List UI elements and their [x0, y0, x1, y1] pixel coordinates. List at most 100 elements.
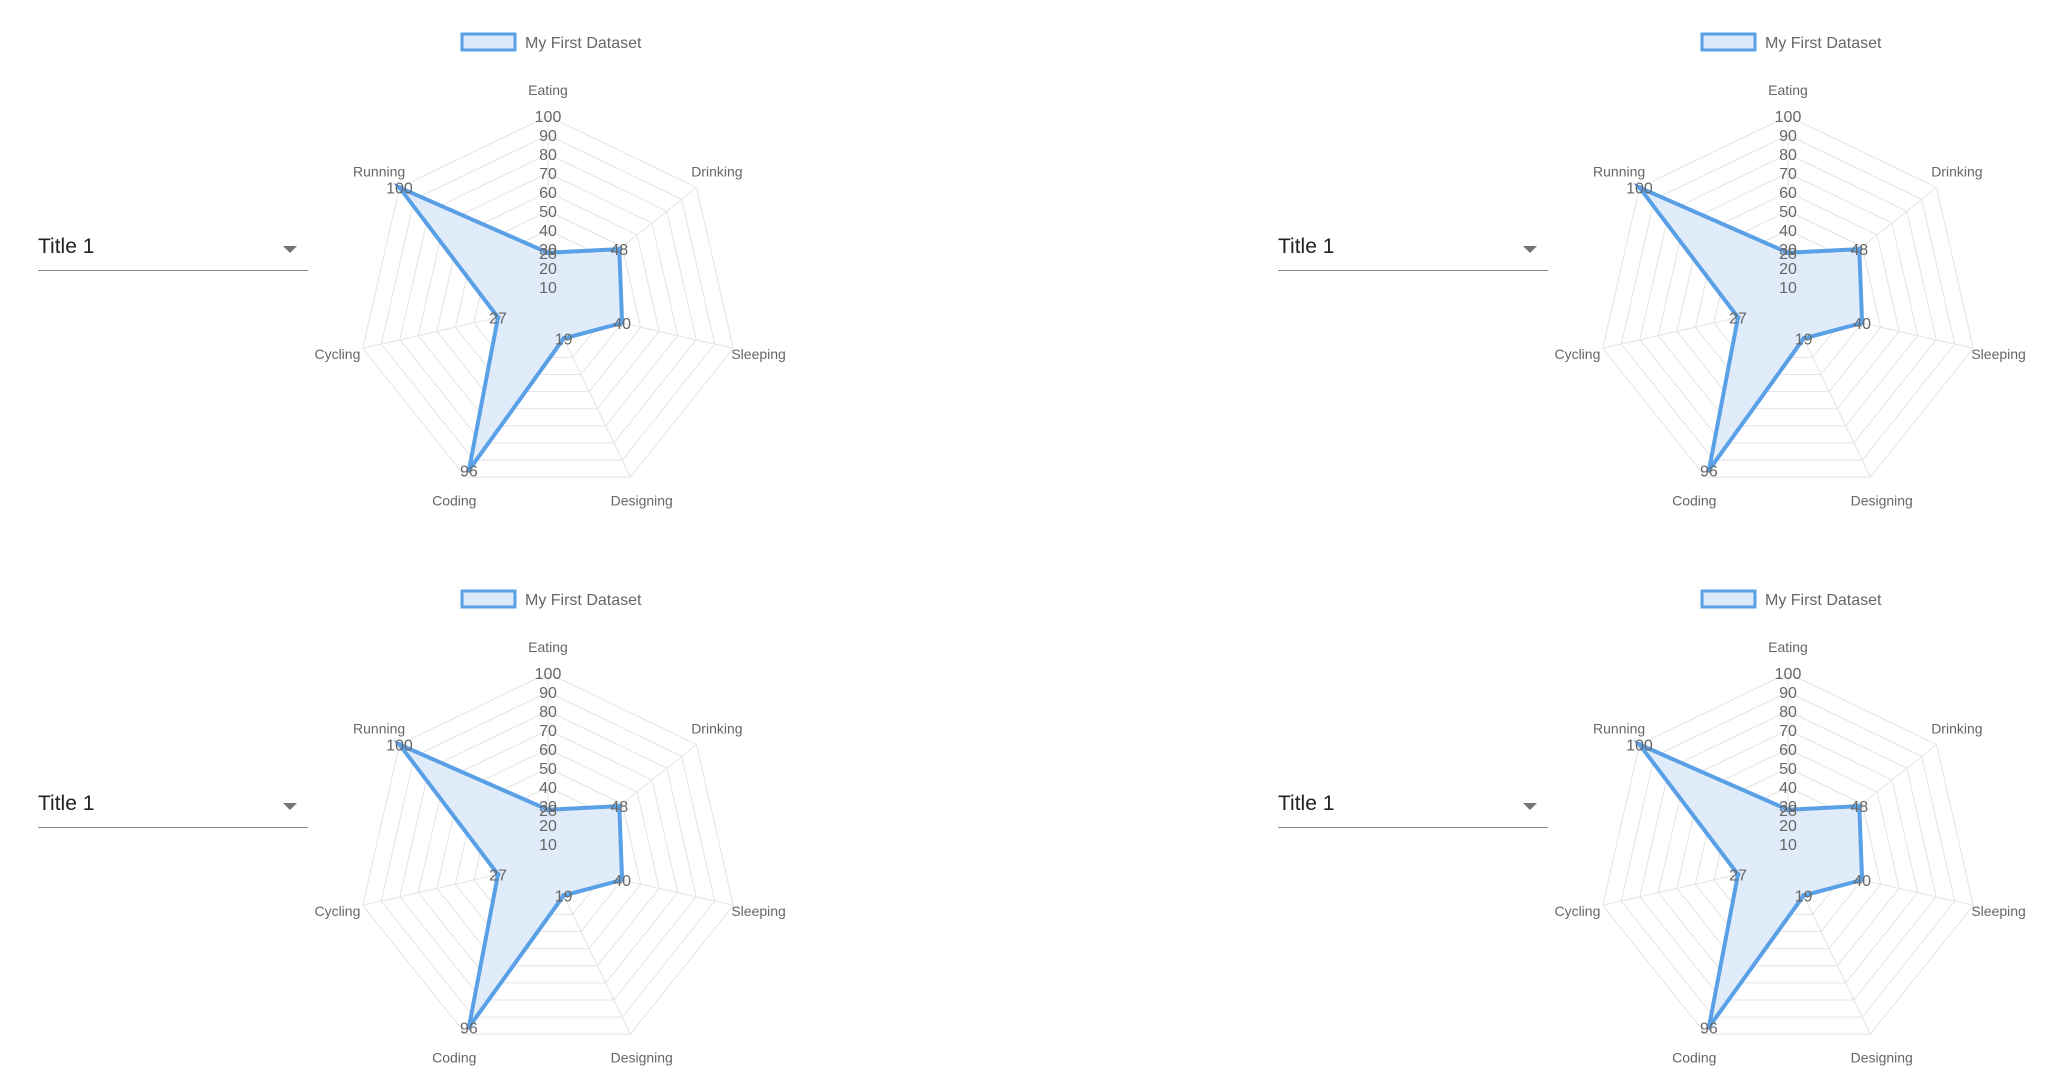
axis-label: Cycling — [314, 903, 360, 919]
tick-label: 60 — [539, 185, 557, 202]
tick-label: 100 — [535, 666, 562, 683]
title-select-value: Title 1 — [1278, 235, 1335, 258]
data-label: 28 — [539, 246, 557, 263]
axis-label: Eating — [528, 82, 568, 98]
data-label: 48 — [1850, 242, 1868, 259]
data-label: 40 — [1853, 316, 1871, 333]
data-label: 27 — [489, 867, 507, 884]
data-label: 40 — [1853, 873, 1871, 890]
data-point — [1735, 871, 1741, 877]
tick-label: 80 — [539, 704, 557, 721]
tick-label: 70 — [539, 166, 557, 183]
dataset-area — [393, 182, 625, 472]
tick-label: 30 — [1779, 242, 1797, 259]
axis-label: Cycling — [314, 346, 360, 362]
tick-label: 90 — [1779, 128, 1797, 145]
tick-label: 90 — [1779, 685, 1797, 702]
legend-swatch — [460, 32, 517, 52]
tick-label: 70 — [1779, 723, 1797, 740]
data-label: 40 — [613, 316, 631, 333]
tick-label: 100 — [535, 109, 562, 126]
tick-label: 20 — [539, 261, 557, 278]
dropdown-arrow-icon[interactable] — [283, 246, 297, 253]
tick-label: 20 — [539, 818, 557, 835]
tick-label: 50 — [539, 204, 557, 221]
axis-label: Running — [353, 163, 405, 179]
title-select[interactable]: Title 1 — [1278, 226, 1548, 271]
grid-ring — [362, 115, 734, 478]
axis-label: Drinking — [691, 163, 742, 179]
grid-ring — [1620, 134, 1956, 461]
tick-label: 100 — [1775, 109, 1802, 126]
grid-ring — [399, 153, 697, 444]
title-select-value: Title 1 — [38, 792, 95, 815]
axis-label: Designing — [611, 1050, 673, 1066]
data-point — [1859, 877, 1865, 883]
data-point — [1785, 807, 1791, 813]
axis-label: Designing — [611, 493, 673, 509]
data-label: 19 — [1795, 889, 1813, 906]
axis-label: Coding — [432, 1050, 476, 1066]
data-point — [1859, 320, 1865, 326]
title-select[interactable]: Title 1 — [38, 783, 308, 828]
data-label: 48 — [610, 242, 628, 259]
axis-label: Designing — [1851, 1050, 1913, 1066]
axis-label: Running — [1593, 163, 1645, 179]
tick-label: 30 — [1779, 799, 1797, 816]
axis-label: Coding — [1672, 1050, 1716, 1066]
data-point — [1706, 1024, 1712, 1030]
tick-label: 70 — [539, 723, 557, 740]
data-label: 100 — [386, 738, 413, 755]
title-select[interactable]: Title 1 — [38, 226, 308, 271]
dropdown-arrow-icon[interactable] — [1523, 246, 1537, 253]
data-label: 48 — [1850, 799, 1868, 816]
data-point — [396, 185, 402, 191]
tick-label: 10 — [539, 837, 557, 854]
tick-label: 40 — [1779, 223, 1797, 240]
title-select-value: Title 1 — [38, 235, 95, 258]
tick-label: 80 — [539, 147, 557, 164]
data-label: 96 — [460, 1020, 478, 1037]
grid-ring — [399, 710, 697, 1001]
axis-label: Coding — [1672, 493, 1716, 509]
data-label: 28 — [539, 803, 557, 820]
data-point — [545, 807, 551, 813]
grid-ring — [380, 691, 716, 1018]
tick-label: 50 — [1779, 204, 1797, 221]
legend-label: My First Dataset — [1765, 35, 1882, 52]
legend-label: My First Dataset — [525, 35, 642, 52]
data-label: 100 — [386, 181, 413, 198]
tick-label: 40 — [1779, 780, 1797, 797]
data-label: 19 — [555, 332, 573, 349]
data-label: 100 — [1626, 181, 1653, 198]
data-label: 19 — [1795, 332, 1813, 349]
axis-label: Drinking — [1931, 720, 1982, 736]
grid-ring — [362, 672, 734, 1035]
axis-label: Eating — [528, 639, 568, 655]
data-label: 28 — [1779, 246, 1797, 263]
data-label: 96 — [460, 463, 478, 480]
tick-label: 20 — [1779, 261, 1797, 278]
data-label: 48 — [610, 799, 628, 816]
legend-label: My First Dataset — [1765, 592, 1882, 609]
data-point — [466, 467, 472, 473]
tick-label: 100 — [1775, 666, 1802, 683]
title-select[interactable]: Title 1 — [1278, 783, 1548, 828]
tick-label: 50 — [1779, 761, 1797, 778]
axis-label: Designing — [1851, 493, 1913, 509]
data-label: 96 — [1700, 463, 1718, 480]
axis-label: Eating — [1768, 82, 1808, 98]
tick-label: 60 — [1779, 185, 1797, 202]
data-point — [466, 1024, 472, 1030]
dropdown-arrow-icon[interactable] — [283, 803, 297, 810]
axis-label: Cycling — [1554, 346, 1600, 362]
dataset-area — [1633, 739, 1865, 1029]
data-point — [1856, 803, 1862, 809]
data-point — [545, 250, 551, 256]
dropdown-arrow-icon[interactable] — [1523, 803, 1537, 810]
